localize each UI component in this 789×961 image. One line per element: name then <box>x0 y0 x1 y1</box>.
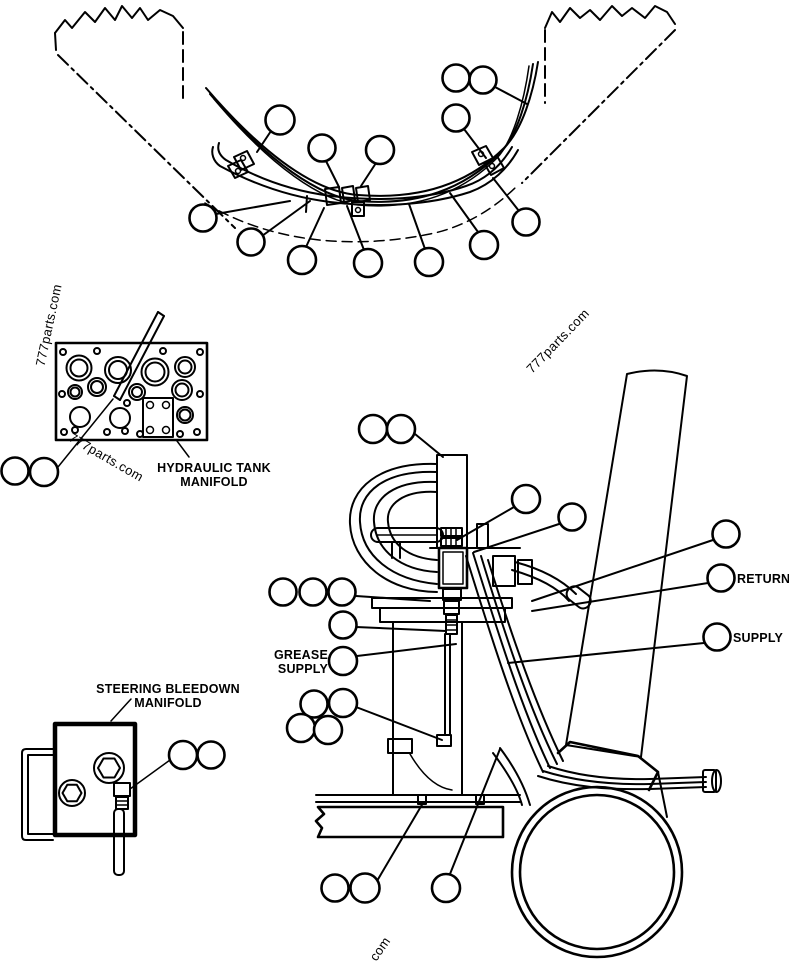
label-leader <box>110 698 132 722</box>
hose-bundle-over-wheel <box>492 747 722 806</box>
callout-circle <box>312 714 344 746</box>
callout-circle <box>441 63 471 93</box>
callout-circle <box>327 645 359 677</box>
watermark-text: 777parts.com <box>66 430 146 485</box>
manifold-block <box>54 341 209 442</box>
valve-fitting-stack <box>437 527 469 635</box>
callout-circle <box>0 456 30 486</box>
mount-bracket <box>21 748 54 841</box>
callout-circle <box>510 483 542 515</box>
manifold-ports <box>65 354 196 429</box>
hose-band-lower <box>211 142 519 206</box>
callout-circle <box>307 133 337 163</box>
label-text: MANIFOLD <box>180 475 248 489</box>
grease-supply-label: GREASE SUPPLY <box>274 648 328 676</box>
steering-bleedown-label: STEERING BLEEDOWN MANIFOLD <box>96 682 240 710</box>
callout-circle <box>286 244 318 276</box>
callout-circle <box>268 577 298 607</box>
label-text: SUPPLY <box>278 662 329 676</box>
hydraulic-tank-manifold: HYDRAULIC TANK MANIFOLD <box>0 311 271 489</box>
callout-circle <box>357 413 389 445</box>
top-hose-assembly <box>54 5 676 279</box>
boom-post <box>565 369 688 758</box>
watermark-text: 777parts.com <box>333 934 393 961</box>
callout-circle <box>352 247 384 279</box>
bleed-fitting <box>113 782 131 876</box>
leader-lines-top <box>215 86 528 251</box>
callout-circle <box>364 134 396 166</box>
return-label: RETURN <box>737 572 789 586</box>
label-text: MANIFOLD <box>134 696 202 710</box>
steering-column-assembly: RETURN SUPPLY GREASE SUPPLY <box>268 369 789 959</box>
callout-circle <box>430 872 462 904</box>
center-clamp-fittings <box>305 185 371 217</box>
manifold-sub-block <box>142 397 174 438</box>
callout-circle <box>28 456 60 488</box>
callout-circle <box>196 740 226 770</box>
leader-line <box>129 759 171 790</box>
watermark-text: 777parts.com <box>33 283 65 368</box>
callout-balloons-main <box>268 413 741 904</box>
callout-circle <box>236 227 266 257</box>
left-band-clamp <box>227 150 255 179</box>
label-text: GREASE <box>274 648 328 662</box>
label-text: STEERING BLEEDOWN <box>96 682 240 696</box>
callout-balloons-top <box>188 63 541 279</box>
callout-circle <box>441 103 471 133</box>
callout-circle <box>320 873 350 903</box>
callout-circle <box>167 739 199 771</box>
hex-port <box>58 779 86 807</box>
watermark-text: 777parts.com <box>523 306 592 377</box>
left-torn-panel <box>54 5 236 229</box>
platform-beam <box>314 794 521 839</box>
callout-circle <box>702 622 732 652</box>
hex-port <box>93 752 125 784</box>
hidden-edge-dashed <box>204 185 518 243</box>
callout-circle <box>706 563 736 593</box>
callout-circle <box>385 413 417 445</box>
callout-circle <box>413 246 445 278</box>
callout-circle <box>557 502 587 532</box>
label-text: HYDRAULIC TANK <box>157 461 271 475</box>
pedestal <box>371 597 513 796</box>
leader-line <box>57 398 114 468</box>
leader-lines-main <box>355 433 714 882</box>
steering-bleedown-manifold: STEERING BLEEDOWN MANIFOLD <box>21 682 240 876</box>
right-torn-panel <box>521 5 676 184</box>
callout-circle <box>468 229 500 261</box>
wheel <box>510 785 684 959</box>
hose-bundle-descending <box>465 552 564 773</box>
hose-band-upper <box>205 61 539 207</box>
callout-circle <box>188 203 218 233</box>
supply-label: SUPPLY <box>733 631 784 645</box>
dipstick-rod <box>113 311 165 401</box>
callout-circle <box>468 65 498 95</box>
manifold-block <box>52 721 138 838</box>
callout-circle <box>511 207 541 237</box>
callout-circle <box>285 712 317 744</box>
callout-circle <box>328 610 358 640</box>
hose-loops <box>348 462 444 593</box>
callout-circle <box>711 519 741 549</box>
callout-circle <box>264 104 296 136</box>
hydraulic-tank-manifold-label: HYDRAULIC TANK MANIFOLD <box>157 461 271 489</box>
manifold-screw-holes <box>58 347 204 438</box>
callout-circle <box>327 577 357 607</box>
callout-circle <box>299 689 329 719</box>
callout-circle <box>327 687 359 719</box>
label-leader <box>176 440 190 458</box>
callout-circle <box>298 577 328 607</box>
callout-circle <box>349 872 381 904</box>
